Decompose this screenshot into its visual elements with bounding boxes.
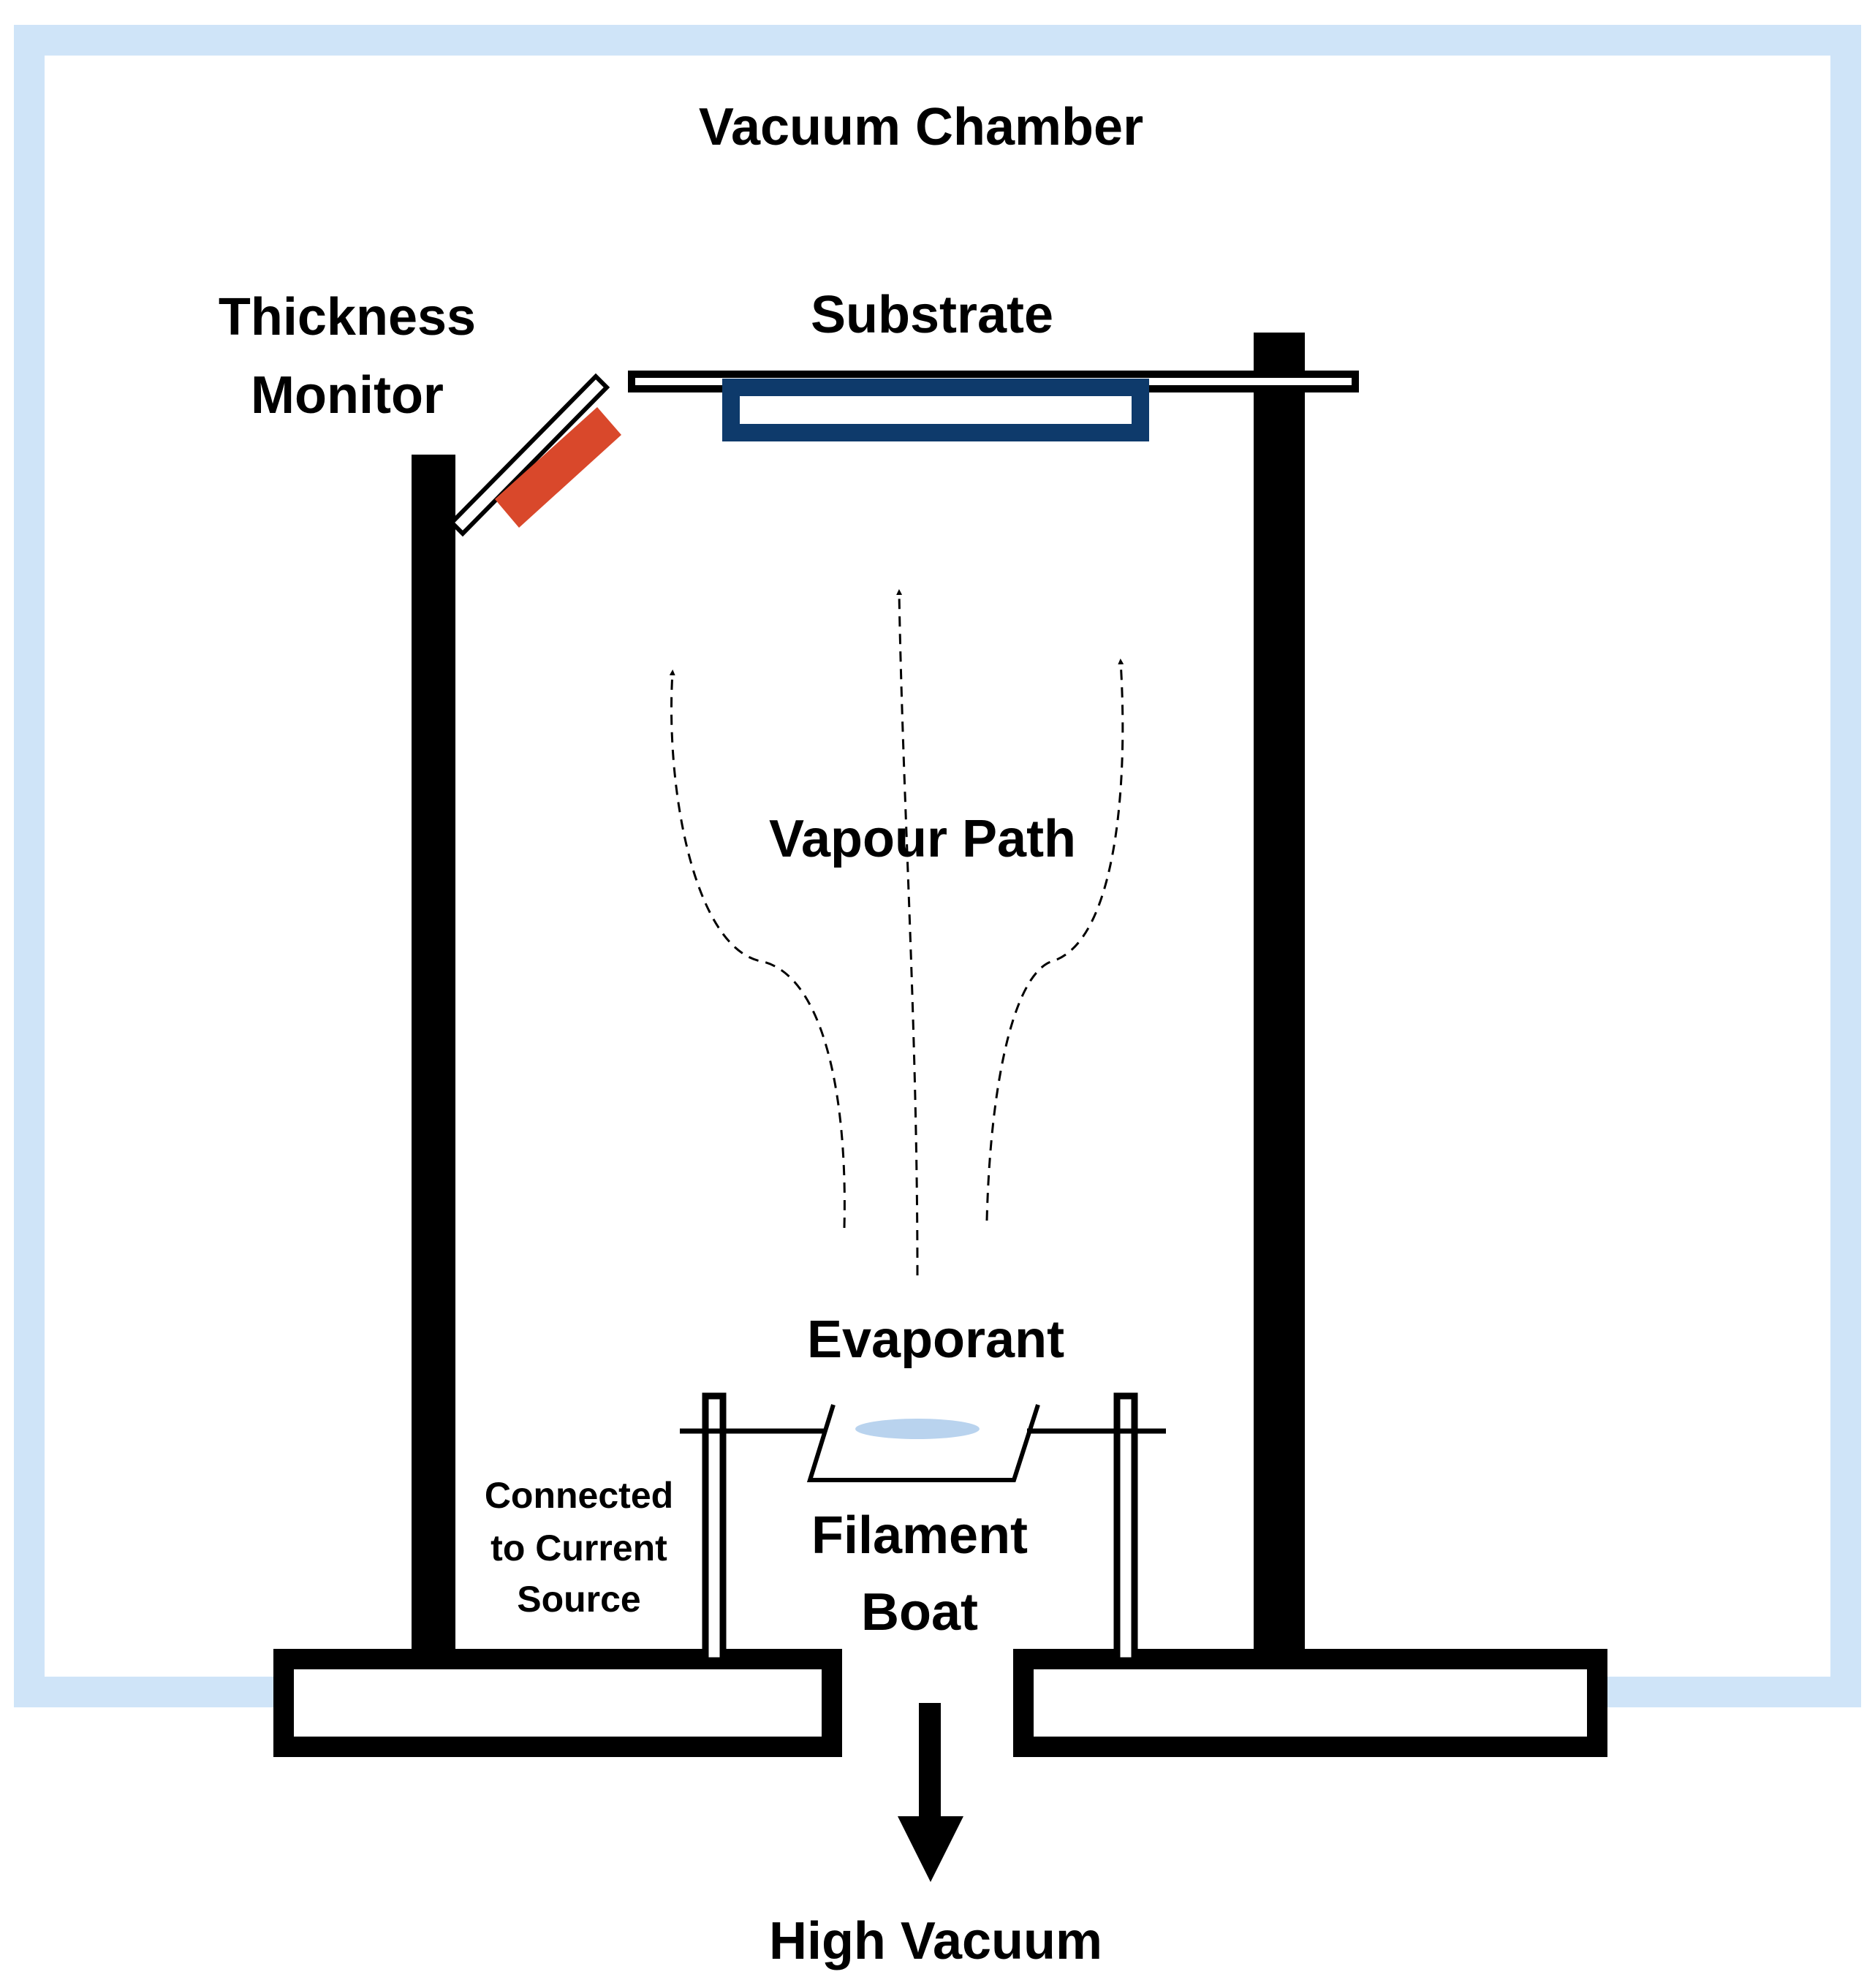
vapour-path-label: Vapour Path — [769, 810, 1076, 868]
vapour-path-center — [896, 589, 919, 1276]
left-post — [412, 455, 455, 1661]
evaporant-label: Evaporant — [807, 1310, 1064, 1369]
right-boat-support — [1113, 1392, 1138, 1664]
evaporant-material — [855, 1419, 980, 1439]
connected-label-line2: to Current — [490, 1528, 667, 1568]
substrate — [722, 379, 1149, 441]
right-base-block — [1013, 1649, 1607, 1757]
filament-boat-label-line2: Boat — [861, 1583, 978, 1642]
high-vacuum-label: High Vacuum — [769, 1912, 1102, 1970]
connected-label-line1: Connected — [485, 1475, 673, 1516]
thickness-monitor-label-line2: Monitor — [251, 366, 444, 425]
filament-boat-label-line1: Filament — [811, 1506, 1028, 1565]
vapour-path-left — [669, 669, 846, 1229]
substrate-label: Substrate — [811, 286, 1053, 344]
left-base-block — [273, 1649, 842, 1757]
vapour-path-right — [985, 659, 1124, 1221]
thickness-monitor-label-line1: Thickness — [219, 288, 476, 346]
high-vacuum-arrow-head — [898, 1816, 963, 1882]
connected-label-line3: Source — [517, 1579, 641, 1620]
filament-boat — [806, 1404, 1040, 1482]
high-vacuum-arrow-shaft — [919, 1703, 941, 1824]
thickness-monitor-sensor — [495, 407, 621, 528]
left-boat-support — [702, 1392, 727, 1664]
vacuum-chamber-label: Vacuum Chamber — [699, 98, 1143, 156]
right-post — [1254, 333, 1305, 1659]
thickness-monitor-arm — [448, 373, 610, 537]
vacuum-chamber-wall — [14, 25, 1861, 1707]
